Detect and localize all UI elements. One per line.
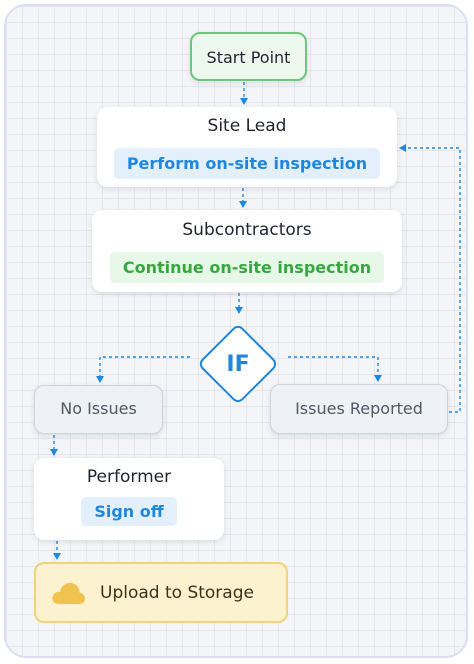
upload-to-storage-node[interactable]: Upload to Storage <box>34 562 288 623</box>
if-label: IF <box>226 351 250 377</box>
issues-reported-node[interactable]: Issues Reported <box>270 384 448 434</box>
subcontractors-node[interactable]: Subcontractors Continue on-site inspecti… <box>92 210 402 292</box>
performer-title: Performer <box>86 467 172 487</box>
upload-label: Upload to Storage <box>100 582 254 603</box>
performer-task: Sign off <box>81 497 177 526</box>
subcontractors-task: Continue on-site inspection <box>109 252 385 283</box>
connector-if-to-issues-reported <box>288 356 382 382</box>
connector-if-to-no-issues <box>96 356 190 383</box>
connector-issues-loop-to-site-lead <box>399 144 461 413</box>
decision-diamond-shape <box>199 325 277 403</box>
start-point-label: Start Point <box>206 48 291 67</box>
cloud-icon <box>52 582 85 604</box>
if-decision-node[interactable]: IF <box>190 316 286 412</box>
no-issues-label: No Issues <box>60 399 137 418</box>
start-point-node[interactable]: Start Point <box>190 32 307 81</box>
site-lead-task: Perform on-site inspection <box>113 148 381 179</box>
performer-node[interactable]: Performer Sign off <box>34 458 224 540</box>
issues-reported-label: Issues Reported <box>295 399 423 418</box>
site-lead-node[interactable]: Site Lead Perform on-site inspection <box>97 107 397 187</box>
site-lead-title: Site Lead <box>207 116 287 136</box>
no-issues-node[interactable]: No Issues <box>34 385 163 434</box>
subcontractors-title: Subcontractors <box>182 220 312 240</box>
